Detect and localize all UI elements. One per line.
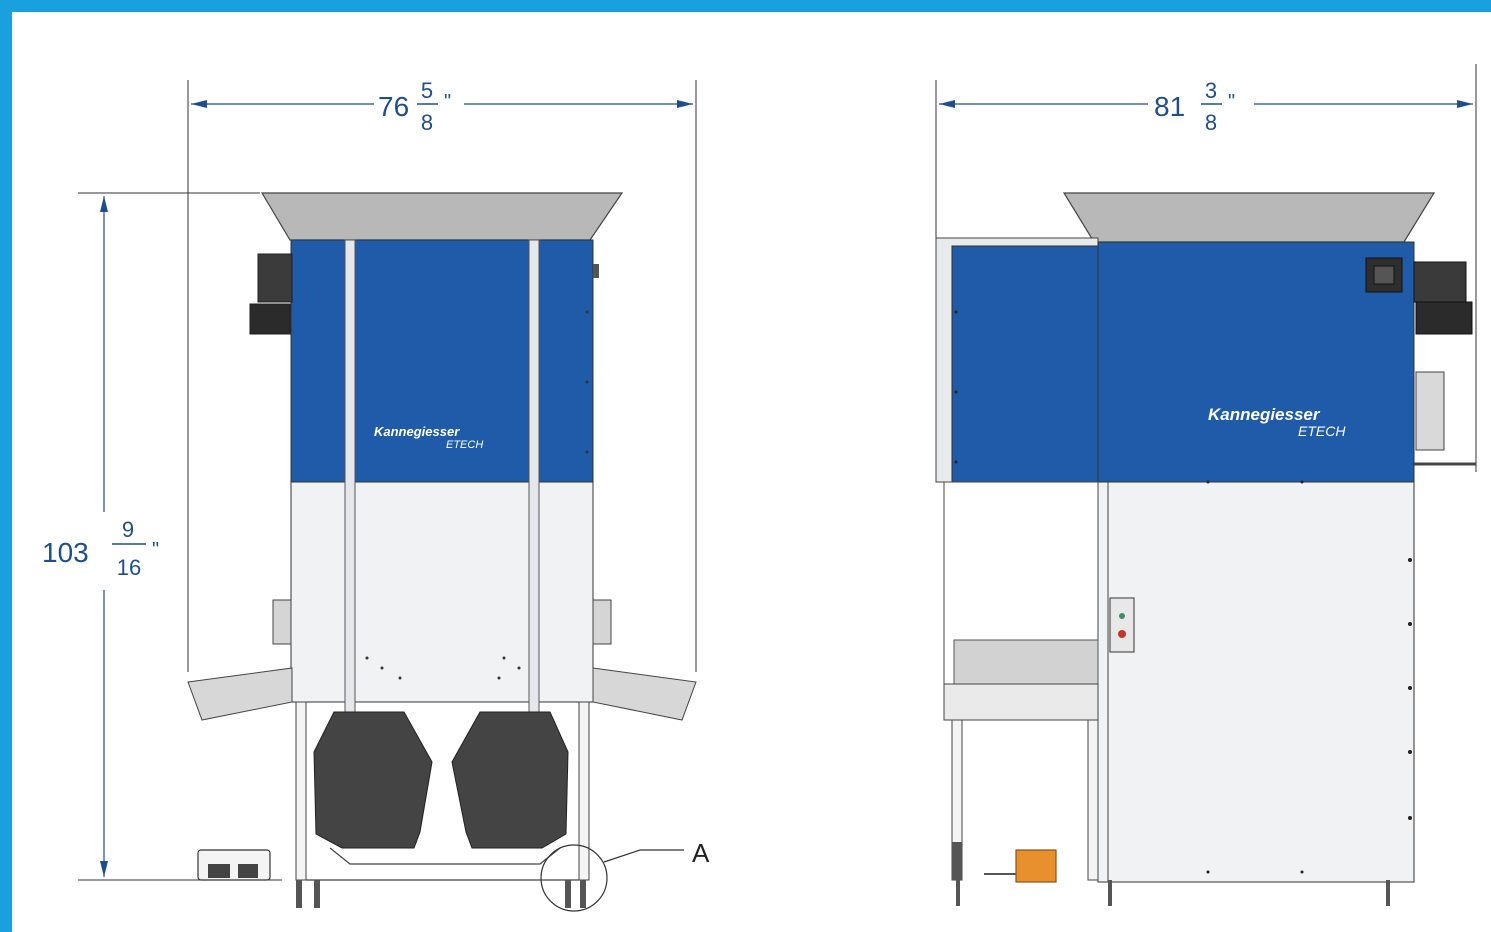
side-motor <box>1413 261 1467 303</box>
side-lower-panel <box>1097 481 1415 883</box>
front-logo-sub: ETECH <box>446 439 483 451</box>
side-foot-pedal <box>1015 849 1057 883</box>
height-denominator: 16 <box>117 555 141 580</box>
front-upper-panel <box>290 239 594 483</box>
front-width-whole: 76 <box>378 91 409 122</box>
side-view: 81 3 8 " Kannegiesser ETECH <box>935 64 1477 906</box>
front-chute-right <box>451 711 569 849</box>
front-width-dimension: 76 5 8 " <box>191 78 693 135</box>
front-post-left <box>344 239 356 713</box>
height-numerator: 9 <box>122 517 134 542</box>
front-leg-left <box>295 701 307 881</box>
front-width-numerator: 5 <box>421 78 433 103</box>
start-button-icon <box>1119 613 1125 619</box>
side-width-dimension: 81 3 8 " <box>939 78 1473 135</box>
detail-callout-label: A <box>692 838 710 868</box>
side-width-numerator: 3 <box>1205 78 1217 103</box>
front-lower-panel <box>290 481 594 703</box>
side-hopper <box>1062 192 1436 243</box>
side-logo: Kannegiesser ETECH <box>1208 405 1346 439</box>
drawing-canvas: 76 5 8 " 103 9 16 " <box>12 12 1491 932</box>
front-width-unit: " <box>444 91 451 113</box>
stop-button-icon <box>1118 630 1126 638</box>
front-tray-right <box>592 667 697 721</box>
height-whole: 103 <box>42 537 89 568</box>
side-width-unit: " <box>1228 91 1235 113</box>
technical-drawing: 76 5 8 " 103 9 16 " <box>42 64 1477 912</box>
side-tray-rail <box>943 683 1099 721</box>
front-logo-name: Kannegiesser <box>374 424 460 439</box>
front-tray-left <box>187 667 293 721</box>
side-logo-name: Kannegiesser <box>1208 405 1321 424</box>
front-hopper <box>260 192 624 241</box>
front-bracket-left <box>272 599 292 645</box>
side-upper-panel <box>1097 241 1415 483</box>
height-dimension: 103 9 16 " <box>42 196 159 877</box>
height-unit: " <box>152 539 159 561</box>
side-logo-sub: ETECH <box>1298 423 1346 439</box>
detail-circle <box>540 844 608 912</box>
front-leg-right <box>578 701 590 881</box>
side-control-box <box>1109 597 1135 653</box>
side-left-panel <box>951 245 1099 483</box>
front-motor <box>257 253 293 303</box>
side-width-denominator: 8 <box>1205 110 1217 135</box>
side-width-whole: 81 <box>1154 91 1185 122</box>
side-leg-back <box>1087 719 1099 881</box>
front-bracket-right <box>592 599 612 645</box>
side-gearbox <box>1415 301 1473 335</box>
front-logo: Kannegiesser ETECH <box>374 424 483 451</box>
side-handle <box>1415 371 1445 451</box>
front-chute-left <box>313 711 433 849</box>
front-view: 76 5 8 " 103 9 16 " <box>42 78 710 912</box>
front-width-denominator: 8 <box>421 110 433 135</box>
front-post-right <box>528 239 540 713</box>
side-tray <box>953 639 1099 685</box>
front-gearbox <box>249 303 291 335</box>
